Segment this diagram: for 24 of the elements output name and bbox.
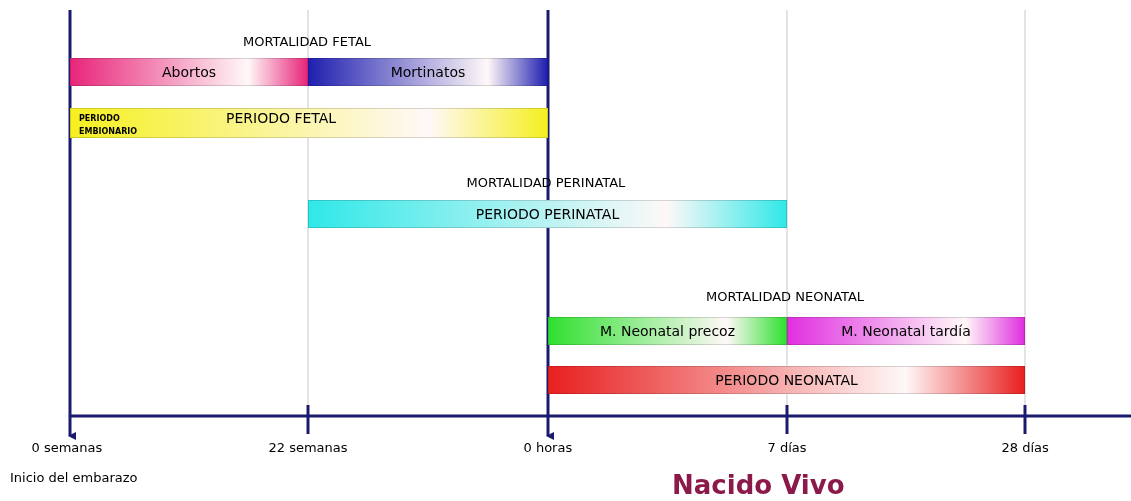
bar-text: PERIODO EMBIONARIO [79, 113, 139, 138]
section-heading: MORTALIDAD FETAL [243, 34, 371, 49]
axis-tick-label: 22 semanas [268, 440, 348, 455]
neonatal-period-bar [548, 366, 1025, 394]
bar-text: Mortinatos [390, 64, 466, 80]
stillbirth-bar [308, 58, 548, 86]
birth-label: Nacido Vivo [672, 470, 845, 500]
bar-text: PERIODO FETAL [226, 110, 337, 126]
axis-tick-label: 0 semanas [31, 440, 103, 455]
abortion-bar [70, 58, 308, 86]
bar-text: PERIODO PERINATAL [475, 206, 620, 222]
axis-tick-label: 28 días [1001, 440, 1049, 455]
section-heading: MORTALIDAD NEONATAL [706, 289, 865, 304]
bar-text: M. Neonatal precoz [599, 323, 736, 339]
axis-note: Inicio del embarazo [10, 470, 138, 485]
bar-text: Abortos [161, 64, 217, 80]
fetal-period-bar [70, 108, 548, 138]
early-neonatal-bar [548, 317, 787, 345]
axis-tick-label: 7 días [767, 440, 807, 455]
perinatal-period-bar [308, 200, 787, 228]
bar-text: PERIODO NEONATAL [715, 372, 858, 388]
bar-text: M. Neonatal tardía [841, 323, 971, 339]
late-neonatal-bar [787, 317, 1025, 345]
axis-tick-label: 0 horas [523, 440, 573, 455]
